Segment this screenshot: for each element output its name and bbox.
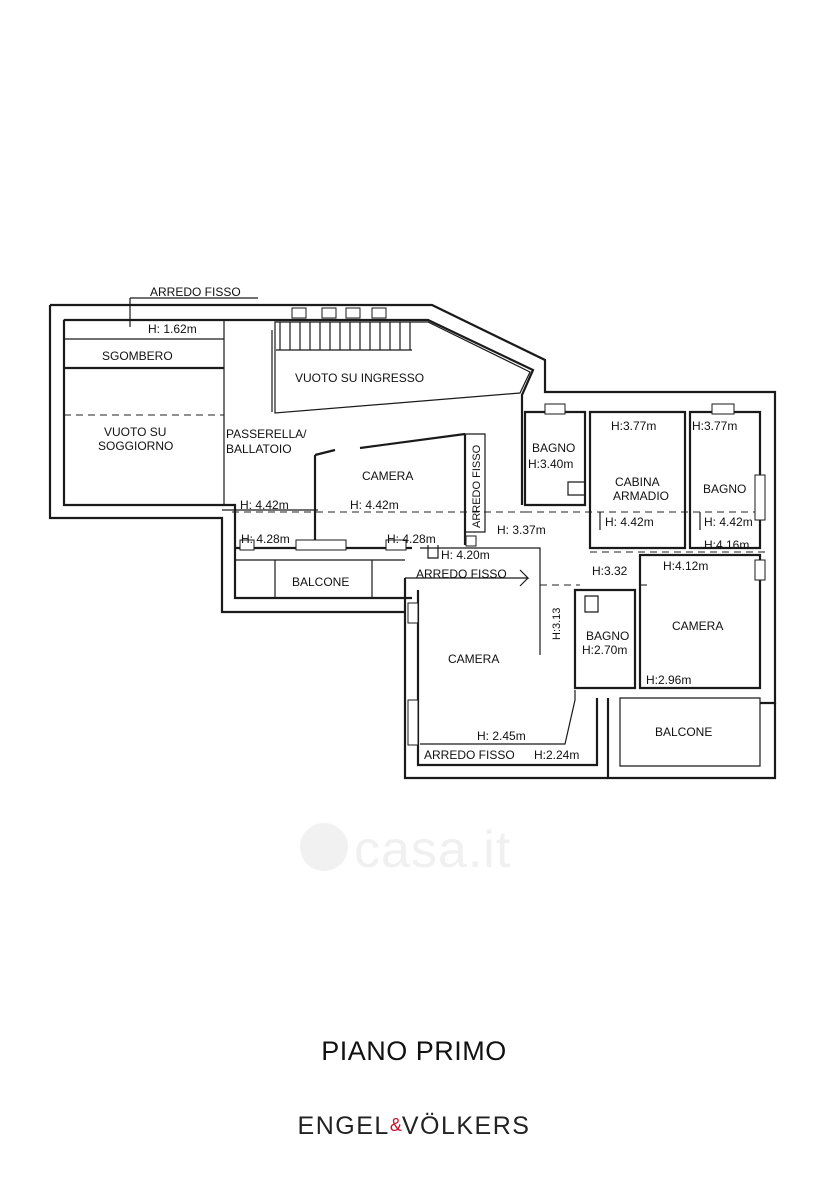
bagno-1 [523, 403, 587, 507]
height-label: H:3.32 [592, 564, 628, 578]
page-title: PIANO PRIMO [321, 1036, 507, 1066]
height-label: H: 1.62m [148, 322, 197, 336]
height-label: H:2.24m [534, 748, 579, 762]
height-label: H: 2.45m [477, 729, 526, 743]
height-label: H: 4.42m [704, 515, 753, 529]
passerella-camera [222, 432, 765, 548]
room-label-balcone-2: BALCONE [655, 725, 712, 739]
room-label-vuoto-ingresso: VUOTO SU INGRESSO [295, 371, 424, 385]
watermark-text: casa.it [354, 821, 512, 879]
room-label-camera-3: CAMERA [672, 619, 723, 633]
left-rooms [63, 297, 258, 506]
height-label: H:2.96m [646, 673, 691, 687]
arredo-fisso-label: ARREDO FISSO [416, 567, 507, 581]
height-label: H: 4.28m [387, 532, 436, 546]
room-label-passerella: PASSERELLA/ [226, 427, 307, 441]
room-label-armadio: ARMADIO [613, 489, 669, 503]
brand-right: VÖLKERS [401, 1112, 531, 1140]
arredo-fisso-label: ARREDO FISSO [150, 285, 241, 299]
room-label-bagno-2: BAGNO [703, 482, 746, 496]
height-label: H:4.16m [704, 538, 749, 552]
void-entrance [271, 307, 531, 414]
brand-left: ENGEL [297, 1112, 390, 1140]
height-label: H: 4.42m [240, 498, 289, 512]
room-label-vuoto-soggiorno-2: SOGGIORNO [98, 439, 173, 453]
height-label: H: 4.42m [605, 515, 654, 529]
brand-logo: ENGEL&VÖLKERS [0, 1112, 828, 1141]
room-label-sgombero: SGOMBERO [102, 349, 173, 363]
room-label-vuoto-soggiorno: VUOTO SU [104, 425, 166, 439]
height-label: H:3.77m [692, 419, 737, 433]
height-label: H: 4.28m [241, 532, 290, 546]
height-label: H:4.12m [663, 559, 708, 573]
watermark: casa.it [300, 815, 560, 885]
room-label-bagno-3: BAGNO [586, 629, 629, 643]
height-label: H:3.77m [611, 419, 656, 433]
room-labels: ARREDO FISSO H: 1.62m SGOMBERO VUOTO SU … [98, 285, 753, 762]
home-icon [300, 823, 348, 871]
height-label: H: 4.20m [441, 548, 490, 562]
brand-ampersand: & [389, 1115, 402, 1135]
height-label: H:2.70m [582, 643, 627, 657]
arredo-fisso-label: ARREDO FISSO [424, 748, 515, 762]
height-label: H:3.40m [528, 457, 573, 471]
arredo-fisso-vertical-label: ARREDO FISSO [471, 444, 483, 528]
camera-lower [407, 602, 576, 746]
room-label-balcone-1: BALCONE [292, 575, 349, 589]
room-label-camera-1: CAMERA [362, 469, 413, 483]
balcony-left [235, 535, 541, 655]
room-label-ballatoio: BALLATOIO [226, 442, 292, 456]
room-label-camera-2: CAMERA [448, 652, 499, 666]
camera-right [540, 551, 766, 690]
room-label-bagno-1: BAGNO [532, 441, 575, 455]
height-label: H: 4.42m [350, 498, 399, 512]
wardrobe-bagno-2 [588, 403, 766, 550]
height-label-vertical: H:3.13 [551, 608, 563, 640]
height-label: H: 3.37m [497, 523, 546, 537]
room-label-cabina: CABINA [615, 475, 660, 489]
